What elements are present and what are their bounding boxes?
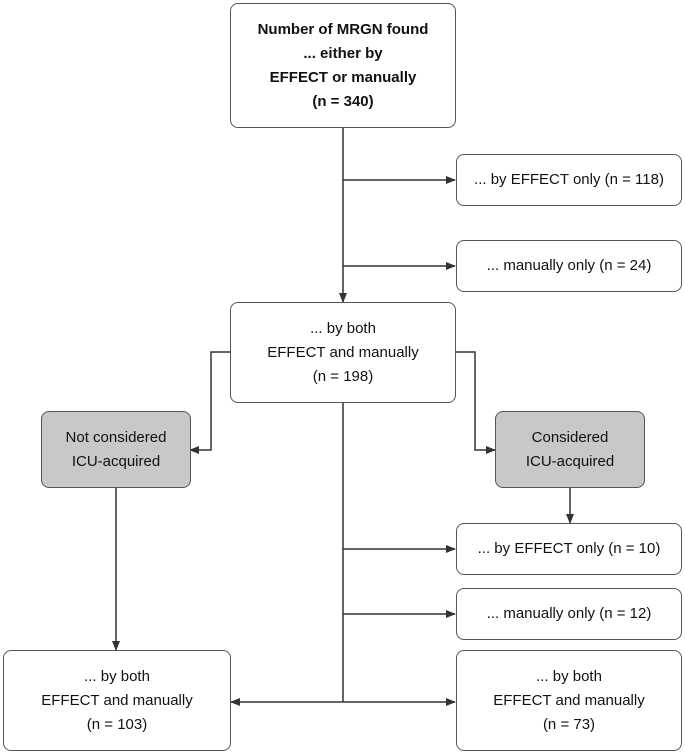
node-text-line: ... by both — [84, 667, 150, 685]
node-text-line: ... by both — [310, 319, 376, 337]
node-text-line: Considered — [531, 428, 609, 446]
node-effect-only-10: ... by EFFECT only (n = 10) — [456, 523, 682, 575]
connector-to-not-considered — [189, 351, 231, 454]
node-considered-icu-acquired: Considered ICU-acquired — [495, 411, 645, 488]
connector-to-considered — [456, 351, 496, 454]
node-text-line: Number of MRGN found — [257, 20, 429, 38]
node-effect-only-118: ... by EFFECT only (n = 118) — [456, 154, 682, 206]
node-text-line: EFFECT and manually — [493, 691, 645, 709]
node-text-line: ICU-acquired — [525, 452, 615, 470]
node-text-line: ICU-acquired — [71, 452, 161, 470]
node-not-considered-icu-acquired: Not considered ICU-acquired — [41, 411, 191, 488]
node-text-line: ... by EFFECT only (n = 118) — [474, 171, 664, 188]
node-text-line: EFFECT and manually — [267, 343, 419, 361]
node-text-line: ... by EFFECT only (n = 10) — [477, 540, 661, 557]
node-text-line: (n = 198) — [312, 367, 374, 385]
node-text-line: ... either by — [303, 44, 383, 62]
node-total-found: Number of MRGN found ... either by EFFEC… — [230, 3, 456, 128]
node-text-line: Not considered — [65, 428, 167, 446]
node-text-line: EFFECT and manually — [41, 691, 193, 709]
node-both-103: ... by both EFFECT and manually (n = 103… — [3, 650, 231, 751]
node-text-line: ... manually only (n = 24) — [486, 257, 652, 274]
node-text-line: ... by both — [536, 667, 602, 685]
node-both-198: ... by both EFFECT and manually (n = 198… — [230, 302, 456, 403]
node-text-line: (n = 73) — [542, 715, 596, 733]
node-text-line: ... manually only (n = 12) — [486, 605, 652, 622]
node-manually-only-12: ... manually only (n = 12) — [456, 588, 682, 640]
node-text-line: EFFECT or manually — [269, 68, 417, 86]
node-both-73: ... by both EFFECT and manually (n = 73) — [456, 650, 682, 751]
node-manually-only-24: ... manually only (n = 24) — [456, 240, 682, 292]
node-text-line: (n = 340) — [312, 92, 374, 110]
node-text-line: (n = 103) — [86, 715, 148, 733]
